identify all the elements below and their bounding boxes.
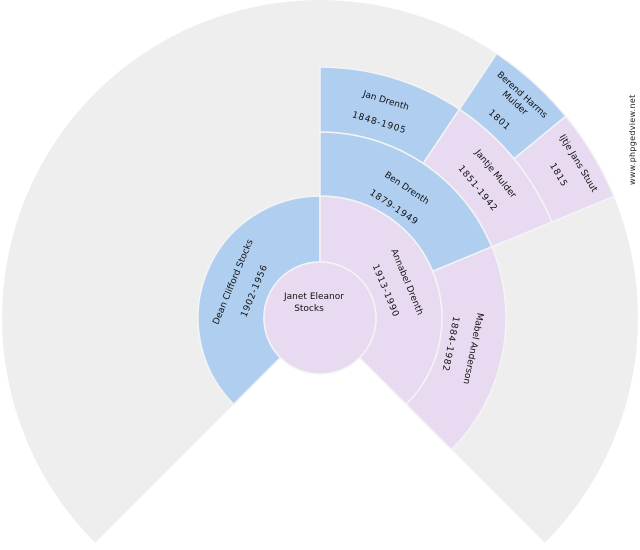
ancestor-sector[interactable] [405,245,507,451]
root-name-line-1: Janet Eleanor [283,292,344,302]
root-person-circle[interactable] [263,261,377,375]
watermark: www.phpgedview.net [628,94,637,185]
root-name-line-2: Stocks [294,304,324,314]
ancestor-sector[interactable] [512,115,615,223]
